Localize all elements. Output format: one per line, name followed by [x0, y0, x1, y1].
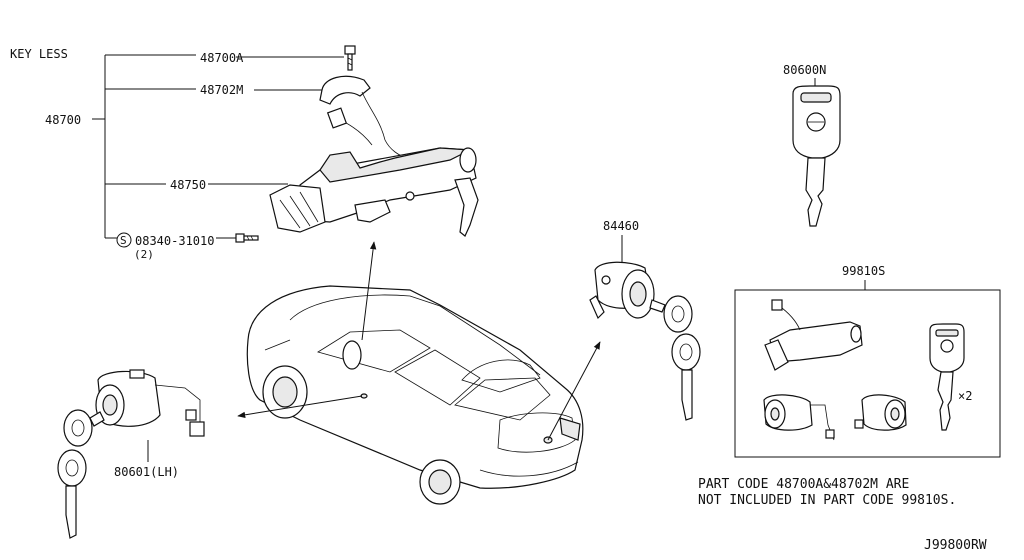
note-line-2: NOT INCLUDED IN PART CODE 99810S. — [698, 493, 956, 508]
note-line-1: PART CODE 48700A&48702M ARE — [698, 477, 909, 492]
label-80600n: 80600N — [783, 63, 826, 77]
key-80600n — [792, 85, 841, 227]
label-screw-qty: (2) — [134, 248, 154, 261]
kit-99810s-box — [734, 289, 1001, 458]
label-80601: 80601(LH) — [114, 465, 179, 479]
location-arrows — [237, 241, 601, 441]
bolt-48700a — [344, 45, 356, 71]
label-48700: 48700 — [45, 113, 81, 127]
label-qty-x2: ×2 — [958, 389, 972, 403]
label-99810s: 99810S — [842, 264, 885, 278]
cover-48702m — [319, 75, 371, 105]
screw-symbol-circle — [116, 232, 132, 248]
label-screw-symbol: S — [120, 234, 127, 247]
leader-lines — [92, 54, 866, 462]
label-48702m: 48702M — [200, 83, 243, 97]
label-84460: 84460 — [603, 219, 639, 233]
steering-lock-assembly-48700 — [235, 45, 479, 243]
label-screw-part: 08340-31010 — [135, 234, 214, 248]
screw-08340-31010 — [235, 233, 259, 243]
label-48700a: 48700A — [200, 51, 244, 65]
kit-99810s-contents — [763, 299, 965, 441]
door-lock-84460 — [589, 261, 701, 421]
label-key-less: KEY LESS — [10, 47, 68, 61]
vehicle-sedan — [246, 285, 584, 505]
door-lock-80601-lh — [57, 369, 205, 539]
label-48750: 48750 — [170, 178, 206, 192]
reference-code: J99800RW — [924, 538, 987, 553]
